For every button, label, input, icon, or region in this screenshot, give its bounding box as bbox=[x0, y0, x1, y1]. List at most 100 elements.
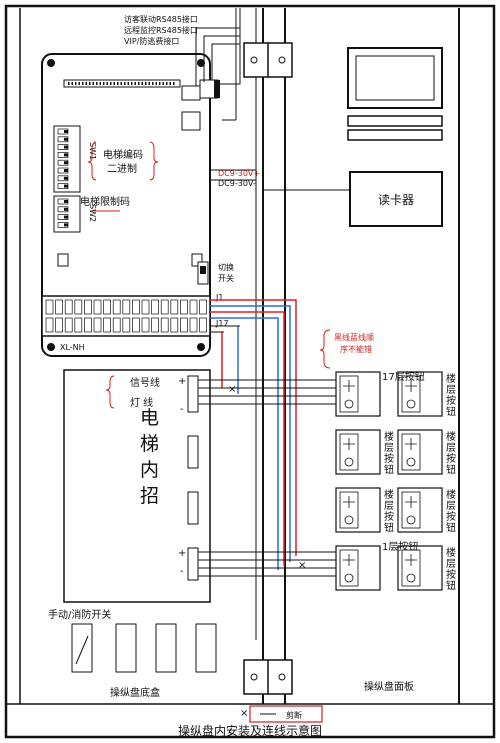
dip1-switch-knob bbox=[64, 176, 68, 180]
dip1-label-line1: 电梯编码 bbox=[103, 148, 143, 161]
inner-minus-top: - bbox=[180, 404, 184, 415]
dip2-switch-knob bbox=[64, 207, 68, 211]
terminal-pin bbox=[160, 299, 169, 315]
bottom-box-label: 操纵盘底盒 bbox=[110, 686, 160, 699]
inner-call-board bbox=[63, 369, 211, 603]
switch-label-1: 切换 bbox=[218, 262, 234, 272]
terminal-pin bbox=[180, 317, 188, 333]
interface-label-visitor: 访客联动RS485接口 bbox=[124, 14, 198, 24]
cut-legend-box bbox=[249, 705, 323, 723]
board-model: XL-NH bbox=[60, 343, 85, 352]
dip1-switch-knob bbox=[64, 169, 68, 172]
interface-labels: 访客联动RS485接口 远程监控RS485接口 VIP/防逃费接口 bbox=[124, 14, 198, 46]
floor-button-label: 按 bbox=[446, 510, 456, 523]
blue-wire-inner bbox=[210, 317, 279, 570]
bottom-box-slots bbox=[71, 623, 217, 673]
terminal-pin bbox=[55, 299, 63, 315]
dc-minus-label: DC9-30V- bbox=[218, 179, 256, 188]
interface-leads bbox=[195, 8, 241, 86]
light-line-label: 灯 线 bbox=[130, 396, 153, 409]
floor-button-label: 层 bbox=[446, 442, 456, 454]
dip2-switch-knob bbox=[64, 223, 68, 227]
floor-button-label: 楼 bbox=[446, 372, 456, 385]
terminal-pin bbox=[122, 299, 131, 315]
cut-legend-label: 剪断 bbox=[286, 710, 302, 720]
terminal-pin bbox=[122, 317, 131, 333]
j17-leads bbox=[210, 325, 240, 333]
terminal-pin bbox=[103, 299, 111, 315]
dip1-switch-knob bbox=[64, 161, 68, 165]
floor-button-label: 钮 bbox=[384, 521, 394, 534]
terminal-pin bbox=[180, 299, 188, 315]
terminal-pin bbox=[189, 317, 198, 333]
dip2-switch-knob bbox=[64, 215, 68, 219]
bottom-hinge bbox=[243, 659, 293, 695]
terminal-pin bbox=[170, 317, 179, 333]
inner-plus-top: + bbox=[178, 376, 186, 387]
interface-label-vip: VIP/防逃费接口 bbox=[124, 36, 179, 46]
signal-brace bbox=[105, 375, 115, 409]
dip1-brace-right bbox=[149, 141, 159, 181]
dip1-switch-knob bbox=[64, 145, 68, 149]
red-wire-outer bbox=[210, 299, 297, 556]
floor-button-label: 层 bbox=[384, 500, 394, 512]
terminal-pin bbox=[64, 317, 73, 333]
terminal-pin bbox=[112, 317, 121, 333]
floor-17-label: 17层按钮 bbox=[382, 370, 425, 383]
floor-button-label: 层 bbox=[384, 442, 394, 454]
dip1-switch-knob bbox=[64, 153, 68, 157]
dip1-switch-knob bbox=[64, 184, 68, 188]
floor-button-label: 层 bbox=[446, 500, 456, 512]
j17-label: J17 bbox=[215, 319, 229, 328]
terminal-pin bbox=[93, 299, 102, 315]
diagram-caption: 操纵盘内安装及连线示意图 bbox=[178, 723, 322, 738]
top-connectors bbox=[181, 79, 220, 131]
dip2-switch-knob bbox=[64, 200, 68, 203]
colored-wiring bbox=[210, 299, 297, 570]
dip2-label: 电梯限制码 bbox=[80, 195, 130, 208]
floor-button-label: 按 bbox=[446, 394, 456, 407]
terminal-pin bbox=[112, 299, 121, 315]
dip-switch-2 bbox=[53, 195, 81, 233]
floor-button-label: 钮 bbox=[446, 463, 456, 476]
floor-button-label: 楼 bbox=[446, 546, 456, 559]
top-hinge bbox=[243, 42, 293, 78]
terminal-pin bbox=[189, 299, 198, 315]
terminal-pin bbox=[84, 317, 92, 333]
floor-button-label: 钮 bbox=[384, 463, 394, 476]
floor-button-label: 层 bbox=[446, 384, 456, 396]
terminal-pin bbox=[170, 299, 179, 315]
floor-button-label: 按 bbox=[446, 568, 456, 581]
terminal-pin bbox=[55, 317, 63, 333]
floor-button-label: 层 bbox=[446, 558, 456, 570]
dip1-switch-knob bbox=[64, 137, 68, 141]
terminal-pin bbox=[132, 299, 140, 315]
sw2-label: SW2 bbox=[88, 204, 97, 222]
floor-button-label: 钮 bbox=[446, 521, 456, 534]
terminal-pin bbox=[151, 317, 159, 333]
inner-call-title-4: 招 bbox=[140, 485, 159, 507]
cross-mark-1: × bbox=[228, 384, 236, 395]
terminal-pin bbox=[64, 299, 73, 315]
black-wires bbox=[198, 379, 336, 577]
terminal-pin bbox=[84, 299, 92, 315]
j1-label: J1 bbox=[215, 293, 223, 302]
terminal-pin bbox=[199, 317, 207, 333]
panel-label: 操纵盘面板 bbox=[364, 680, 414, 693]
manual-switch-label: 手动/消防开关 bbox=[48, 608, 111, 621]
dip1-switch-knob bbox=[64, 130, 68, 133]
dip1-brace bbox=[87, 141, 97, 181]
floor-button-label: 按 bbox=[446, 452, 456, 465]
terminal-pin bbox=[103, 317, 111, 333]
terminal-pin bbox=[199, 299, 207, 315]
terminal-pin bbox=[74, 317, 83, 333]
floor-button-label: 楼 bbox=[384, 430, 394, 443]
floor-button-label: 钮 bbox=[446, 579, 456, 592]
outer-frame bbox=[4, 4, 496, 739]
